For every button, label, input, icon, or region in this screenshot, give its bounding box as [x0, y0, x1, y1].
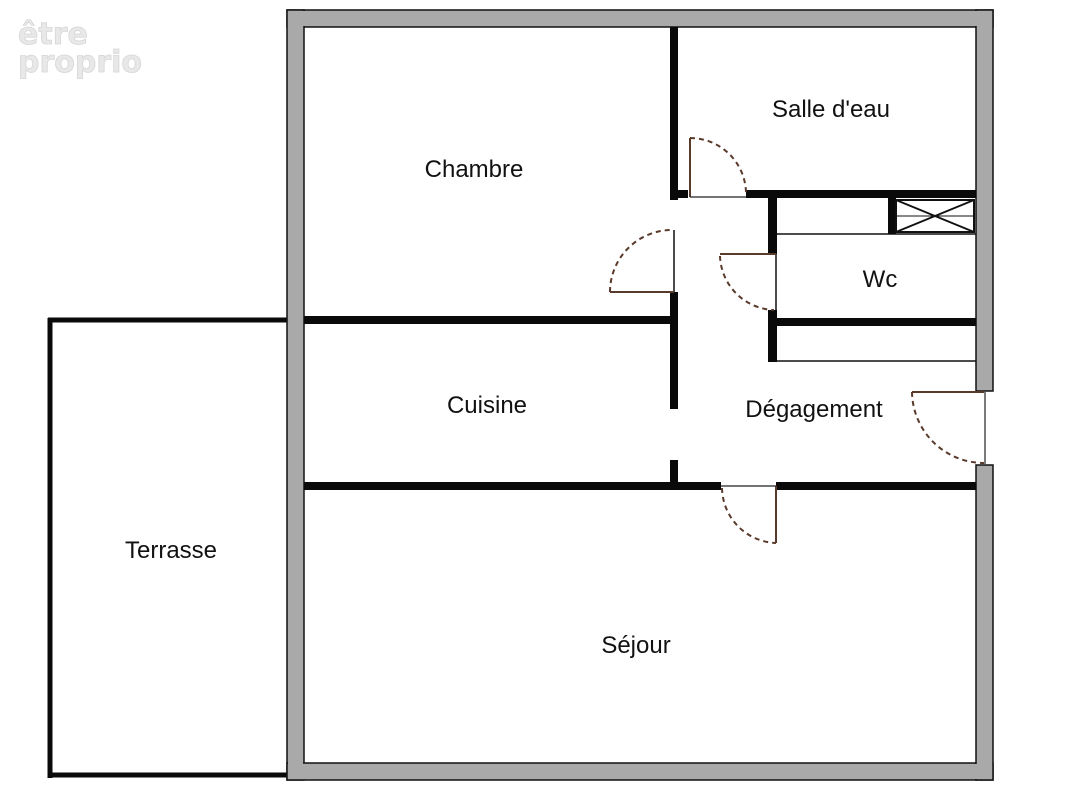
door-wc[interactable] — [719, 253, 776, 311]
ventilation-shaft-icon — [888, 198, 975, 234]
watermark-line-2: proprio — [18, 45, 142, 80]
room-label-wc: Wc — [863, 266, 898, 293]
watermark-line-1: être — [18, 17, 88, 52]
room-label-terrasse: Terrasse — [125, 537, 217, 564]
outer-walls — [286, 9, 994, 781]
door-entrance[interactable] — [911, 391, 986, 464]
room-label-sejour: Séjour — [601, 632, 670, 659]
door-sejour[interactable] — [721, 485, 777, 544]
room-label-degagement: Dégagement — [745, 396, 883, 423]
thin-partitions — [673, 230, 976, 362]
room-label-cuisine: Cuisine — [447, 392, 527, 419]
room-label-chambre: Chambre — [425, 156, 524, 183]
inner-walls — [304, 27, 976, 490]
watermark-logo: être proprio — [18, 17, 143, 81]
room-label-salle-eau: Salle d'eau — [772, 96, 890, 123]
terrace-outline — [47, 317, 288, 778]
door-chambre[interactable] — [609, 229, 674, 293]
door-salle-eau[interactable] — [689, 137, 748, 198]
